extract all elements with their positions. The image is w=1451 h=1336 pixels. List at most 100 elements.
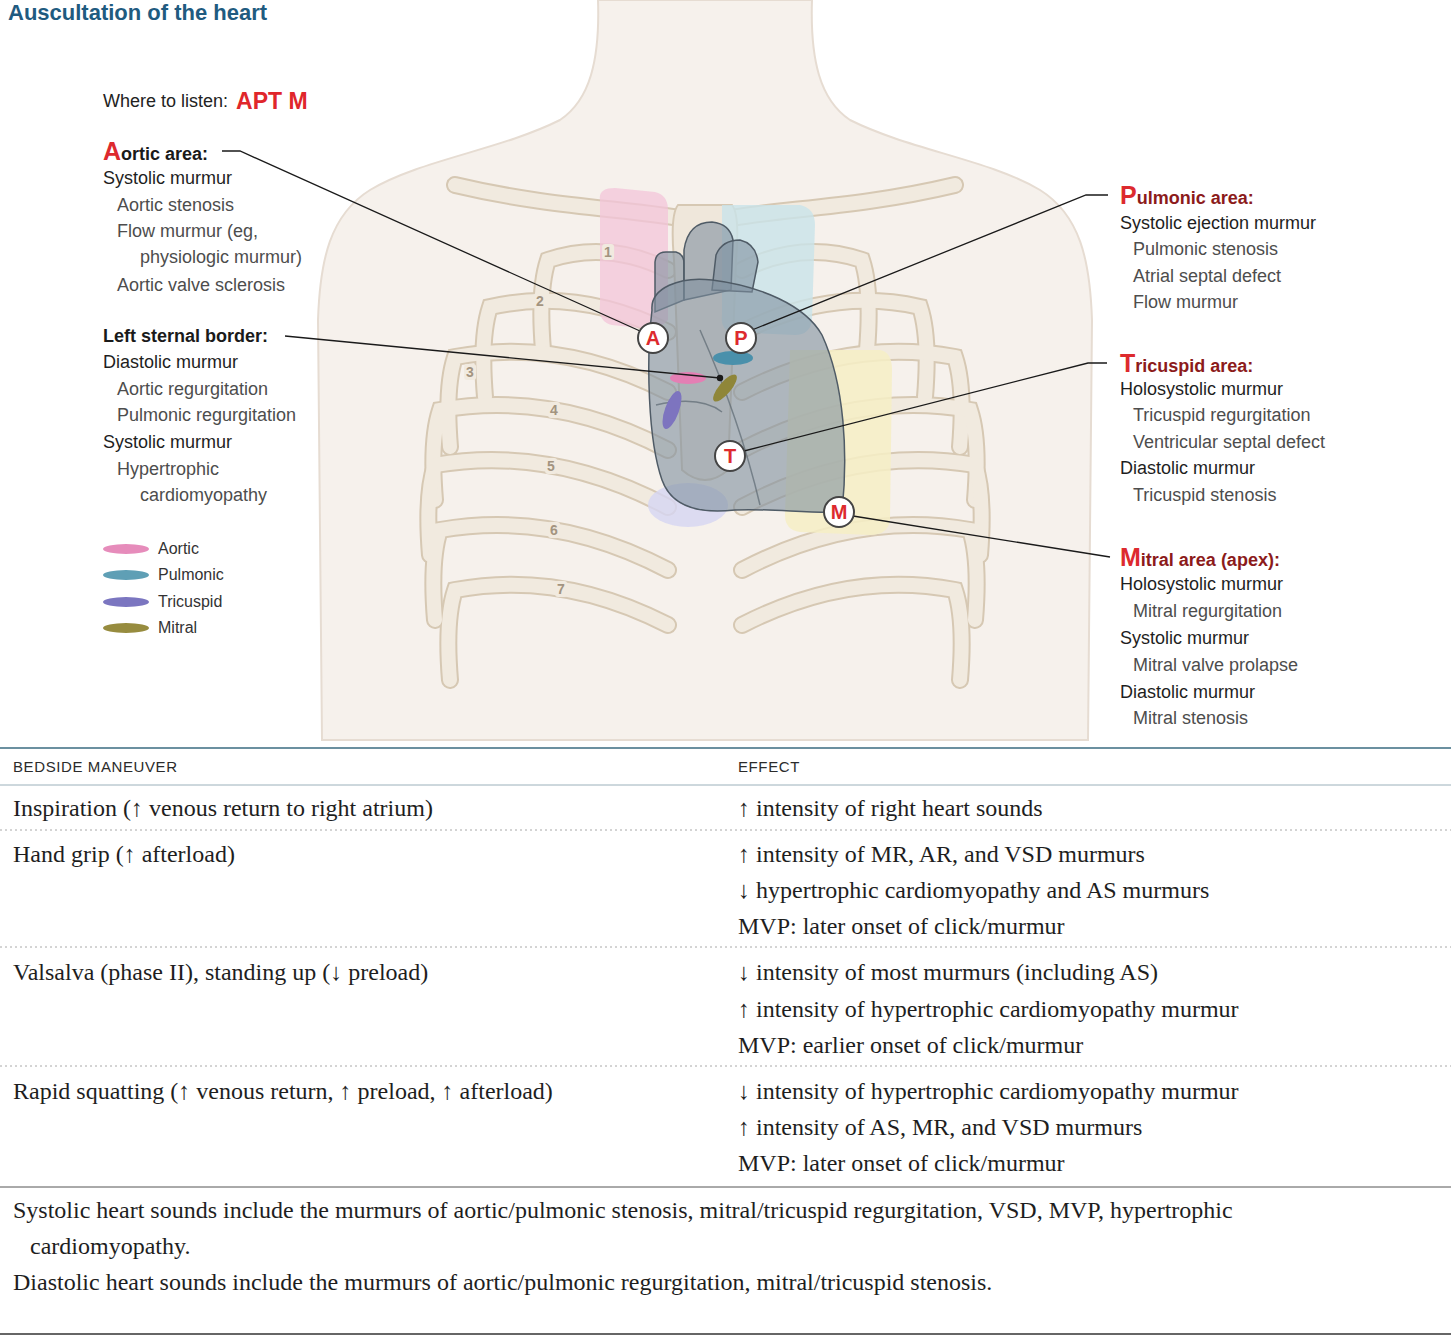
table-cell: Rapid squatting (↑ venous return, ↑ prel… (13, 1076, 553, 1106)
label-slot: Left sternal border: (103, 323, 268, 349)
rib-number: 4 (548, 402, 560, 418)
table-cell: MVP: later onset of click/murmur (738, 1148, 1065, 1178)
label-slot: ↑ intensity of MR, AR, and VSD murmurs (738, 839, 1145, 869)
prompt-text: Where to listen: (103, 88, 228, 114)
label-slot: Pulmonic regurgitation (117, 402, 296, 428)
label-slot: Where to listen: (103, 88, 228, 114)
label-slot: Rapid squatting (↑ venous return, ↑ prel… (13, 1076, 553, 1106)
legend-text: Tricuspid (158, 593, 222, 611)
label-slot: Holosystolic murmur (1120, 571, 1283, 597)
label-slot: ↑ intensity of hypertrophic cardiomyopat… (738, 994, 1239, 1024)
label-slot: Inspiration (↑ venous return to right at… (13, 793, 433, 823)
legend-swatch (103, 544, 149, 554)
murmur-cause: Aortic regurgitation (117, 376, 268, 402)
legend-text: Pulmonic (158, 566, 224, 584)
legend-row: Mitral (103, 615, 197, 641)
area-marker-circle: T (714, 440, 746, 472)
murmur-cause: Mitral regurgitation (1133, 598, 1282, 624)
label-slot: Flow murmur (1133, 289, 1238, 315)
murmur-cause: Aortic valve sclerosis (117, 272, 285, 298)
rib-number: 6 (548, 522, 560, 538)
murmur-type: Holosystolic murmur (1120, 571, 1283, 597)
legend-swatch (103, 597, 149, 607)
murmur-cause: Tricuspid regurgitation (1133, 402, 1310, 428)
label-slot: Mitral valve prolapse (1133, 652, 1298, 678)
rib-number: 5 (545, 458, 557, 474)
area-letter: A (646, 327, 660, 349)
murmur-type: Diastolic murmur (1120, 679, 1255, 705)
label-slot: Valsalva (phase II), standing up (↓ prel… (13, 957, 428, 987)
area-letter: P (734, 327, 747, 349)
label-slot: Systolic heart sounds include the murmur… (13, 1192, 1320, 1264)
murmur-type: Systolic murmur (103, 165, 232, 191)
rib-number: 1 (602, 244, 614, 260)
legend-text: Mitral (158, 619, 197, 637)
area-marker-circle: M (823, 496, 855, 528)
label-slot: Systolic murmur (103, 165, 232, 191)
label-slot: Systolic ejection murmur (1120, 210, 1316, 236)
murmur-type: Systolic murmur (103, 429, 232, 455)
rib-number: 3 (464, 364, 476, 380)
area-heading: Tricuspid area: (1120, 350, 1253, 379)
table-cell: Valsalva (phase II), standing up (↓ prel… (13, 957, 428, 987)
leader-lines (222, 151, 1110, 557)
label-slot: 7 (555, 581, 567, 597)
table-cell: Hand grip (↑ afterload) (13, 839, 235, 869)
leader-dot (717, 375, 723, 381)
label-slot: Hypertrophic cardiomyopathy (117, 456, 310, 508)
figure-title: Auscultation of the heart (8, 0, 267, 26)
label-slot: Mitral area (apex): (1120, 544, 1280, 573)
label-slot: ↑ intensity of right heart sounds (738, 793, 1043, 823)
label-slot: BEDSIDE MANEUVER (13, 757, 178, 777)
area-marker-circle: P (725, 322, 757, 354)
legend-swatch (103, 623, 149, 633)
table-cell: ↓ intensity of hypertrophic cardiomyopat… (738, 1076, 1239, 1106)
label-slot: Holosystolic murmur (1120, 376, 1283, 402)
label-slot: Systolic murmur (1120, 625, 1249, 651)
label-slot: Diastolic murmur (103, 349, 238, 375)
table-cell: ↑ intensity of MR, AR, and VSD murmurs (738, 839, 1145, 869)
table-cell: ↑ intensity of right heart sounds (738, 793, 1043, 823)
area-heading: Aortic area: (103, 138, 208, 167)
label-slot: ↑ intensity of AS, MR, and VSD murmurs (738, 1112, 1142, 1142)
torso (318, 0, 1092, 740)
murmur-cause: Atrial septal defect (1133, 263, 1281, 289)
label-slot: ↓ intensity of hypertrophic cardiomyopat… (738, 1076, 1239, 1106)
murmur-cause: Hypertrophic cardiomyopathy (117, 456, 310, 508)
legend-row: Tricuspid (103, 589, 222, 615)
label-slot: 4 (548, 402, 560, 418)
label-slot: Tricuspid regurgitation (1133, 402, 1310, 428)
area-heading: Pulmonic area: (1120, 182, 1254, 211)
rib-number: 2 (534, 293, 546, 309)
area-letter: M (831, 501, 848, 523)
murmur-cause: Flow murmur (1133, 289, 1238, 315)
murmur-cause: Tricuspid stenosis (1133, 482, 1276, 508)
area-marker-circle: A (637, 322, 669, 354)
label-slot: Aortic area: (103, 138, 208, 167)
label-slot: 3 (464, 364, 476, 380)
legend-text: Aortic (158, 540, 199, 558)
label-slot: Pulmonic area: (1120, 182, 1254, 211)
label-slot: Ventricular septal defect (1133, 429, 1325, 455)
label-slot: APT M (236, 88, 308, 114)
label-slot: Aortic valve sclerosis (117, 272, 285, 298)
label-slot: Mitral regurgitation (1133, 598, 1282, 624)
area-letter: T (724, 445, 736, 467)
label-slot: MVP: later onset of click/murmur (738, 1148, 1065, 1178)
label-slot: 1 (602, 244, 614, 260)
murmur-cause: Flow murmur (eg, physiologic murmur) (117, 218, 330, 270)
label-slot: Aortic regurgitation (117, 376, 268, 402)
table-cell: Inspiration (↑ venous return to right at… (13, 793, 433, 823)
label-slot: Systolic murmur (103, 429, 232, 455)
label-slot: MVP: earlier onset of click/murmur (738, 1030, 1083, 1060)
label-slot: EFFECT (738, 757, 800, 777)
area-heading: Mitral area (apex): (1120, 544, 1280, 573)
murmur-cause: Mitral valve prolapse (1133, 652, 1298, 678)
murmur-type: Systolic murmur (1120, 625, 1249, 651)
table-cell: ↓ intensity of most murmurs (including A… (738, 957, 1158, 987)
table-cell: MVP: later onset of click/murmur (738, 911, 1065, 941)
heart (649, 222, 845, 512)
murmur-cause: Pulmonic stenosis (1133, 236, 1278, 262)
label-slot: Tricuspid stenosis (1133, 482, 1276, 508)
rib-number: 7 (555, 581, 567, 597)
